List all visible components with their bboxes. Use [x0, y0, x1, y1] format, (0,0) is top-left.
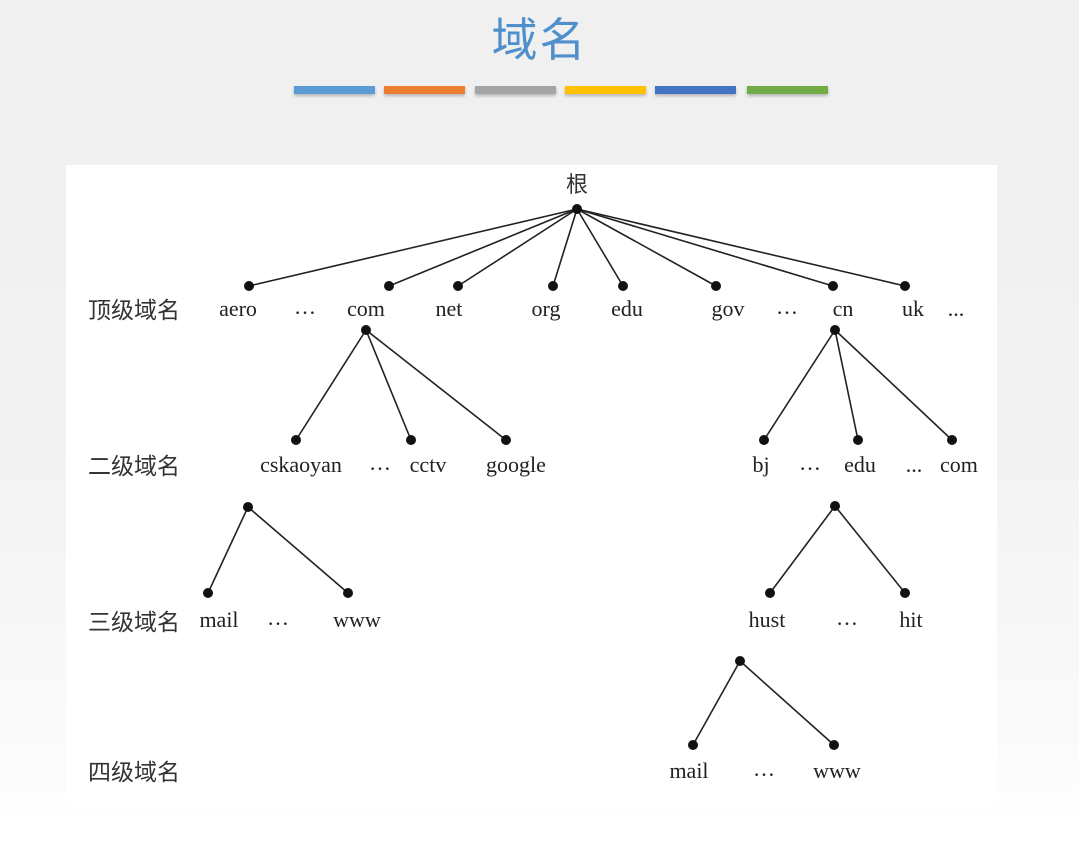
tld-net: net	[436, 296, 463, 321]
edge-com-google	[365, 329, 507, 441]
tld-cn: cn	[833, 296, 854, 321]
tld-gov: gov	[712, 296, 745, 321]
edge-com-cskaoyan	[295, 329, 367, 441]
third-www: www	[333, 607, 381, 632]
accent-bar-green	[747, 86, 828, 94]
third-ellipsis: …	[267, 605, 289, 630]
accent-bar-gray	[475, 86, 556, 94]
node-root	[572, 204, 582, 214]
root-label: 根	[566, 173, 588, 198]
sld-cn-ellipsis-1: …	[799, 450, 821, 475]
sld-cctv: cctv	[410, 452, 447, 477]
sld-com-ellipsis: …	[369, 450, 391, 475]
edge-cn-bj	[763, 329, 836, 441]
accent-bar-blue	[294, 86, 375, 94]
third-mail: mail	[199, 607, 238, 632]
third-hust: hust	[749, 607, 786, 632]
sld-google: google	[486, 452, 546, 477]
edge-cn-com	[834, 329, 953, 441]
sld-cn-com: com	[940, 452, 978, 477]
node-cn-branch	[830, 325, 840, 335]
page-title: 域名	[491, 13, 588, 67]
node-edu	[618, 281, 628, 291]
edge-edu-hust	[769, 505, 836, 594]
tld-ellipsis-1: …	[294, 294, 316, 319]
fourth-mail: mail	[669, 758, 708, 783]
edge-cskaoyan-mail	[207, 506, 249, 594]
node-org	[548, 281, 558, 291]
tld-uk: uk	[902, 296, 924, 321]
tld-org: org	[532, 296, 561, 321]
node-cskaoyan-branch	[243, 502, 253, 512]
node-www-3	[343, 588, 353, 598]
level-label-second: 二级域名	[88, 454, 180, 480]
node-gov	[711, 281, 721, 291]
level-label-third: 三级域名	[88, 610, 180, 636]
edge-root-gov	[576, 208, 717, 287]
edge-root-com	[388, 208, 578, 287]
tld-aero: aero	[219, 296, 257, 321]
node-cn	[828, 281, 838, 291]
node-com	[384, 281, 394, 291]
tree-nodes	[203, 204, 957, 750]
node-cn-edu-branch	[830, 501, 840, 511]
node-cn-edu	[853, 435, 863, 445]
tld-edu: edu	[611, 296, 643, 321]
fourth-www: www	[813, 758, 861, 783]
node-cn-com	[947, 435, 957, 445]
accent-bar-yellow	[565, 86, 646, 94]
edge-root-edu	[576, 208, 624, 287]
node-google	[501, 435, 511, 445]
level-label-fourth: 四级域名	[88, 760, 180, 786]
edge-com-cctv	[365, 329, 412, 441]
edge-root-cn	[576, 208, 834, 287]
sld-bj: bj	[752, 452, 769, 477]
tld-com: com	[347, 296, 385, 321]
node-aero	[244, 281, 254, 291]
sld-cn-ellipsis-2: ...	[906, 452, 923, 477]
node-mail-4	[688, 740, 698, 750]
edge-edu-hit	[834, 505, 906, 594]
third-hit: hit	[899, 607, 922, 632]
edge-root-net	[457, 208, 578, 287]
edge-root-org	[552, 208, 578, 287]
edge-cskaoyan-www	[247, 506, 349, 594]
tree-edges	[207, 208, 953, 746]
node-com-branch	[361, 325, 371, 335]
node-hit	[900, 588, 910, 598]
accent-bar-darkblue	[655, 86, 736, 94]
tld-ellipsis-2: …	[776, 294, 798, 319]
node-net	[453, 281, 463, 291]
sld-cn-edu: edu	[844, 452, 876, 477]
edge-hust-www	[739, 660, 835, 746]
sld-cskaoyan: cskaoyan	[260, 452, 342, 477]
tld-ellipsis-3: ...	[948, 296, 965, 321]
node-www-4	[829, 740, 839, 750]
node-bj	[759, 435, 769, 445]
node-cskaoyan	[291, 435, 301, 445]
node-hust	[765, 588, 775, 598]
fourth-ellipsis: …	[753, 756, 775, 781]
edge-root-uk	[576, 208, 906, 287]
edge-hust-mail	[692, 660, 741, 746]
node-cctv	[406, 435, 416, 445]
accent-bar-orange	[384, 86, 465, 94]
bottom-fade	[0, 790, 1079, 855]
node-mail-3	[203, 588, 213, 598]
edge-root-aero	[248, 208, 578, 287]
edge-cn-edu	[834, 329, 859, 441]
node-hust-branch	[735, 656, 745, 666]
node-uk	[900, 281, 910, 291]
third-edu-ellipsis: …	[836, 605, 858, 630]
level-label-top: 顶级域名	[88, 298, 180, 324]
